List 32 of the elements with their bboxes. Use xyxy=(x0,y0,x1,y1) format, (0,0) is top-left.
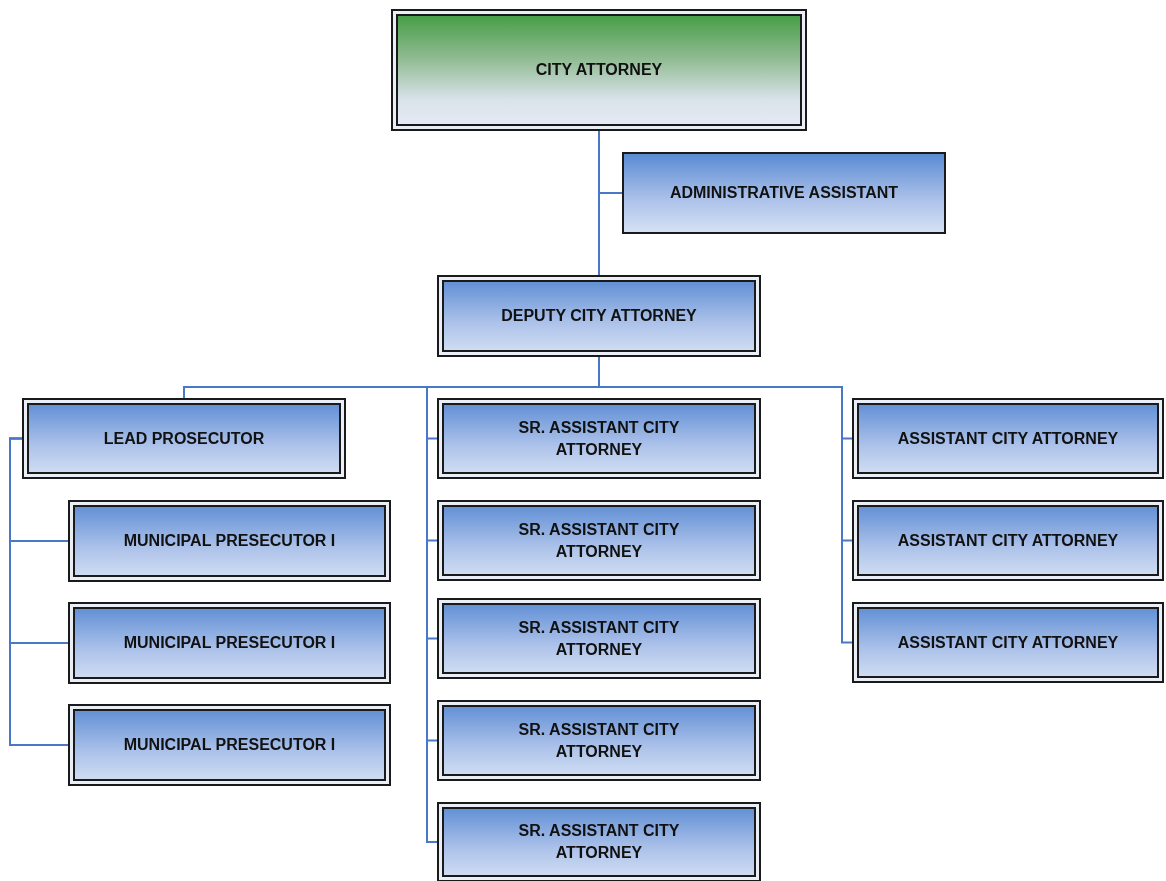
connector-line xyxy=(9,437,69,746)
position-box xyxy=(852,398,1164,479)
position-title: SR. ASSISTANT CITY ATTORNEY xyxy=(517,519,681,562)
position-title: DEPUTY CITY ATTORNEY xyxy=(500,306,698,326)
position-box xyxy=(68,500,391,582)
position-box xyxy=(68,704,391,786)
position-box xyxy=(622,152,946,234)
position-title: SR. ASSISTANT CITY ATTORNEY xyxy=(517,417,681,460)
position-box xyxy=(68,602,391,684)
position-title: LEAD PROSECUTOR xyxy=(102,428,266,449)
position-box xyxy=(852,602,1164,683)
position-box xyxy=(437,802,761,881)
position-title: MUNICIPAL PRESECUTOR I xyxy=(122,633,337,653)
position-title: ASSISTANT CITY ATTORNEY xyxy=(896,530,1120,551)
position-title: ASSISTANT CITY ATTORNEY xyxy=(896,428,1120,449)
position-title: ADMINISTRATIVE ASSISTANT xyxy=(668,183,900,203)
position-box xyxy=(852,500,1164,581)
position-title: CITY ATTORNEY xyxy=(534,60,664,80)
position-title: SR. ASSISTANT CITY ATTORNEY xyxy=(517,617,681,660)
position-title: ASSISTANT CITY ATTORNEY xyxy=(896,632,1120,653)
position-box xyxy=(437,398,761,479)
position-title: MUNICIPAL PRESECUTOR I xyxy=(122,531,337,551)
position-box xyxy=(437,500,761,581)
position-title: MUNICIPAL PRESECUTOR I xyxy=(122,735,337,755)
position-box xyxy=(22,398,346,479)
position-title: SR. ASSISTANT CITY ATTORNEY xyxy=(517,821,681,863)
position-box xyxy=(437,700,761,781)
position-box xyxy=(391,9,807,131)
connector-line xyxy=(598,130,600,276)
position-box xyxy=(437,598,761,679)
position-box xyxy=(437,275,761,357)
position-title: SR. ASSISTANT CITY ATTORNEY xyxy=(517,719,681,762)
